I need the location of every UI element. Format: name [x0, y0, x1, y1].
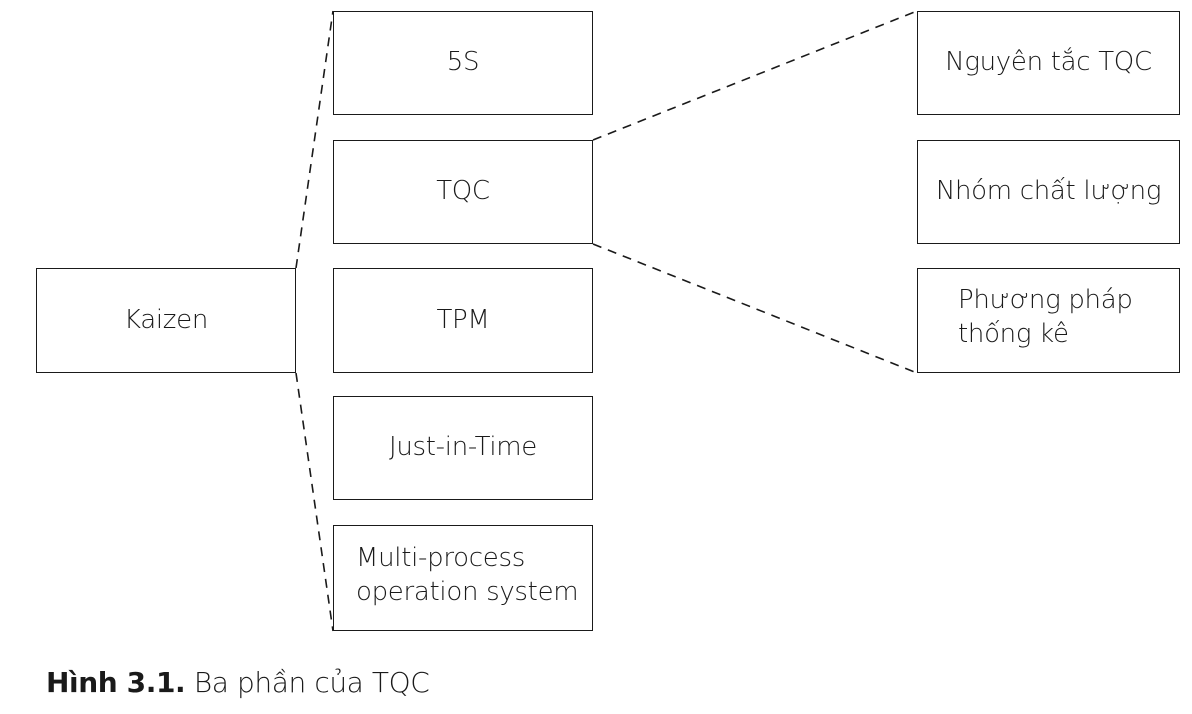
nhom-chat-luong-box: Nhóm chất lượng — [917, 140, 1180, 244]
tqc-box: TQC — [333, 140, 593, 244]
phuong-phap-line-2: thống kê — [958, 318, 1069, 349]
connector-kaizen-to-5s — [295, 10, 334, 269]
figure-caption: Hình 3.1. Ba phần của TQC — [46, 666, 430, 699]
just-in-time-label: Just-in-Time — [389, 432, 537, 463]
figure-caption-text: Ba phần của TQC — [193, 666, 430, 699]
connector-tqc-to-phuong — [592, 243, 918, 374]
multi-process-line-1: Multi-process — [356, 543, 525, 574]
nguyen-tac-tqc-label: Nguyên tắc TQC — [945, 47, 1152, 78]
phuong-phap-line-1: Phương pháp — [958, 284, 1133, 315]
connector-kaizen-to-mpos — [295, 372, 334, 632]
5s-label: 5S — [446, 47, 480, 78]
connector-tqc-to-nguyen — [592, 10, 918, 141]
figure-caption-number: Hình 3.1. — [46, 666, 186, 699]
phuong-phap-thong-ke-label: Phương pháp thống kê — [958, 284, 1133, 352]
5s-box: 5S — [333, 11, 593, 115]
just-in-time-box: Just-in-Time — [333, 396, 593, 500]
tqc-label: TQC — [436, 176, 490, 207]
kaizen-box: Kaizen — [36, 268, 296, 373]
multi-process-operation-system-label: Multi-process operation system — [356, 542, 579, 610]
kaizen-label: Kaizen — [123, 304, 209, 335]
tpm-label: TPM — [436, 304, 490, 335]
phuong-phap-thong-ke-box: Phương pháp thống kê — [917, 268, 1180, 373]
multi-process-line-2: operation system — [356, 577, 579, 607]
nguyen-tac-tqc-box: Nguyên tắc TQC — [917, 11, 1180, 115]
nhom-chat-luong-label: Nhóm chất lượng — [935, 176, 1162, 207]
tpm-box: TPM — [333, 268, 593, 373]
multi-process-operation-system-box: Multi-process operation system — [333, 525, 593, 631]
